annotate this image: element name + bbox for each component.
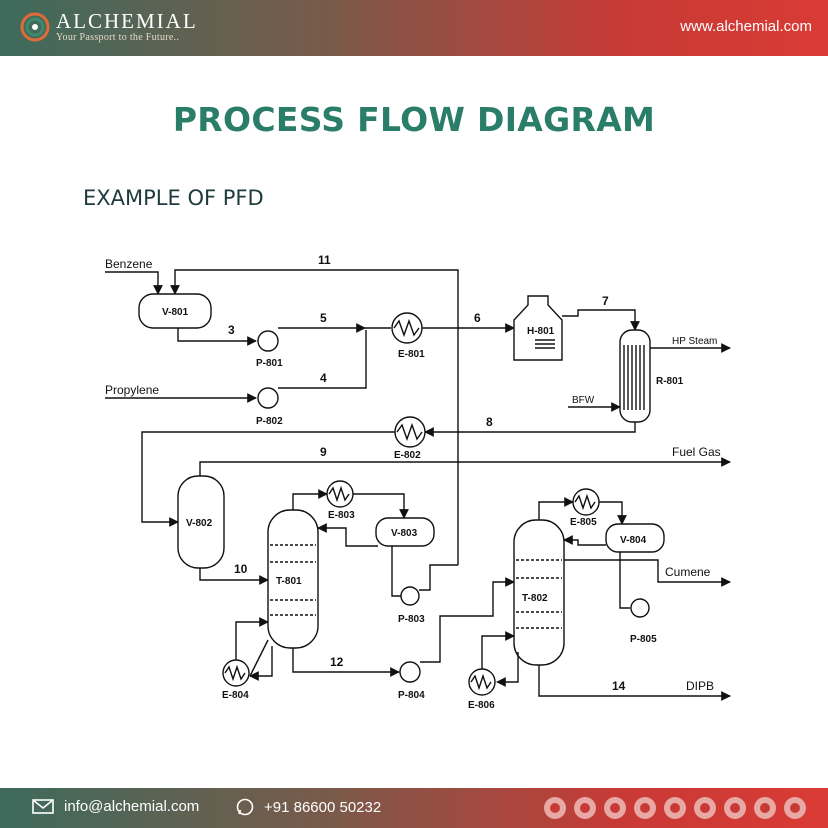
stream-8-line [424,422,636,437]
stream-5-label: 5 [320,311,327,325]
whatsapp-icon [236,798,254,816]
stream-12-line [292,648,400,677]
stream-4-label: 4 [320,371,327,385]
e-804-exchanger [222,659,250,687]
e-802-label: E-802 [394,450,421,461]
stream-3-line [177,328,257,346]
header-bar: ALCHEMIAL Your Passport to the Future.. … [0,0,828,56]
footer-bar: info@alchemial.com +91 86600 50232 [0,788,828,828]
hp-steam-label: HP Steam [672,336,717,347]
reddit-icon[interactable] [784,797,806,819]
stream-8-label: 8 [486,415,493,429]
stream-7-label: 7 [602,294,609,308]
benzene-label: Benzene [105,257,153,271]
r-801-label: R-801 [656,376,684,387]
email-contact[interactable]: info@alchemial.com [32,798,199,815]
e-806-exchanger [468,668,496,696]
t-801-label: T-801 [276,576,302,587]
stream-4-line [278,330,367,389]
e-805-label: E-805 [570,517,597,528]
stream-11-label: 11 [318,253,331,267]
phone-text: +91 86600 50232 [264,798,382,816]
e-806-label: E-806 [468,700,495,711]
website-link[interactable]: www.alchemial.com [680,18,812,35]
e-803-exchanger [326,480,354,508]
v-803-vessel [375,517,435,547]
brand-name: ALCHEMIAL [56,9,198,33]
stream-14-dipb-line [538,665,731,701]
v-804-vessel [605,523,665,553]
t-802-label: T-802 [522,593,548,604]
cumene-line [564,559,731,587]
brand-logo[interactable]: ALCHEMIAL Your Passport to the Future.. [20,10,198,43]
v-804-label: V-804 [620,535,647,546]
benzene-line [105,271,163,295]
e-805-exchanger [572,488,600,516]
brand-tagline: Your Passport to the Future.. [56,32,180,43]
stream-14-label: 14 [612,679,626,693]
e-804-label: E-804 [222,690,249,701]
p-803-label: P-803 [398,614,425,625]
e-803-label: E-803 [328,510,355,521]
v-802-label: V-802 [186,518,213,529]
stream-10-line [199,568,269,585]
stream-12-label: 12 [330,655,344,669]
pinterest-icon[interactable] [634,797,656,819]
h-801-label: H-801 [527,326,555,337]
social-links [544,797,806,819]
facebook-icon[interactable] [664,797,686,819]
envelope-icon [32,799,54,814]
fuel-gas-label: Fuel Gas [672,445,721,459]
p-804-label: P-804 [398,690,425,701]
bfw-label: BFW [572,395,595,406]
stream-3-label: 3 [228,323,235,337]
page-subtitle: EXAMPLE OF PFD [83,186,264,210]
twitter-icon[interactable] [604,797,626,819]
stream-7-line [562,309,640,331]
page-title: PROCESS FLOW DIAGRAM [172,100,656,139]
dipb-label: DIPB [686,679,714,693]
p-801-pump [257,330,279,352]
p-805-pump [630,598,650,618]
alchemial-logo-icon [20,12,50,41]
linkedin-icon[interactable] [694,797,716,819]
email-text: info@alchemial.com [64,798,200,815]
v-801-vessel [138,293,212,329]
v-801-label: V-801 [162,307,189,318]
p-804-pump [399,661,421,683]
stream-9-fuel-gas-line [199,457,731,476]
stream-11-line [170,269,459,565]
p-802-pump [257,387,279,409]
propylene-label: Propylene [105,383,159,397]
telegram-icon[interactable] [544,797,566,819]
stream-6-label: 6 [474,311,481,325]
quora-icon[interactable] [754,797,776,819]
instagram-icon[interactable] [574,797,596,819]
process-flow-diagram: Benzene Propylene BFW HP Steam Fuel Gas … [105,253,731,711]
stream-10-label: 10 [234,562,248,576]
v-802-vessel [177,475,225,569]
p-805-label: P-805 [630,634,657,645]
p-803-pump [400,586,420,606]
cumene-label: Cumene [665,565,711,579]
stream-9-label: 9 [320,445,327,459]
e-801-label: E-801 [398,349,425,360]
youtube-icon[interactable] [724,797,746,819]
v-803-label: V-803 [391,528,418,539]
p-802-label: P-802 [256,416,283,427]
phone-contact[interactable]: +91 86600 50232 [236,798,381,816]
p-801-label: P-801 [256,358,283,369]
